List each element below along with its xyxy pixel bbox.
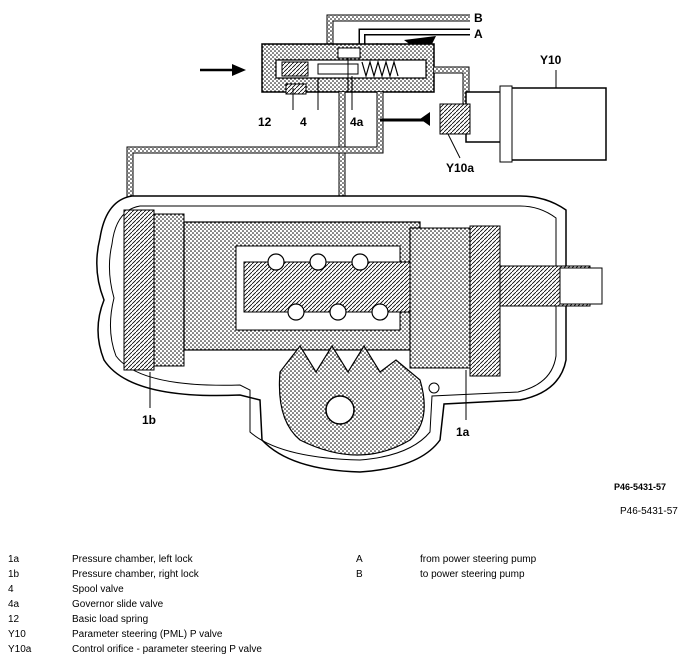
flow-arrow-left bbox=[200, 64, 246, 76]
label-y10a: Y10a bbox=[446, 161, 474, 175]
legend-key: 1a bbox=[8, 554, 20, 565]
steering-housing bbox=[96, 70, 603, 473]
solenoid-y10 bbox=[380, 85, 607, 163]
legend-key: 1b bbox=[8, 569, 20, 580]
valve-block bbox=[261, 43, 435, 95]
legend-key: Y10 bbox=[8, 629, 26, 640]
label-b: B bbox=[474, 11, 483, 25]
legend-desc: to power steering pump bbox=[420, 569, 525, 580]
legend-desc: Control orifice - parameter steering P v… bbox=[72, 644, 262, 655]
legend-key: Y10a bbox=[8, 644, 32, 655]
legend-desc: Governor slide valve bbox=[72, 599, 164, 610]
steering-gear-diagram: B A Y10 12 4 4a Y10a 1b 1a P46-5431-57 bbox=[96, 11, 666, 492]
legend-key: B bbox=[356, 569, 363, 580]
figure-caption: P46-5431-57 bbox=[620, 506, 678, 517]
label-y10: Y10 bbox=[540, 53, 562, 67]
legend-desc: Pressure chamber, right lock bbox=[72, 569, 199, 580]
legend-key: 4a bbox=[8, 599, 20, 610]
legend-key: A bbox=[356, 554, 363, 565]
label-1b: 1b bbox=[142, 413, 156, 427]
figure-code: P46-5431-57 bbox=[614, 482, 666, 492]
legend-desc: Basic load spring bbox=[72, 614, 149, 625]
legend-key: 4 bbox=[8, 584, 14, 595]
legend-key: 12 bbox=[8, 614, 20, 625]
legend-desc: from power steering pump bbox=[420, 554, 537, 565]
label-12: 12 bbox=[258, 115, 272, 129]
legend-desc: Spool valve bbox=[72, 584, 124, 595]
label-4: 4 bbox=[300, 115, 307, 129]
legend-desc: Pressure chamber, left lock bbox=[72, 554, 193, 565]
label-1a: 1a bbox=[456, 425, 470, 439]
legend: 1a Pressure chamber, left lock A from po… bbox=[8, 552, 688, 667]
label-4a: 4a bbox=[350, 115, 364, 129]
legend-desc: Parameter steering (PML) P valve bbox=[72, 629, 223, 640]
label-a: A bbox=[474, 27, 483, 41]
